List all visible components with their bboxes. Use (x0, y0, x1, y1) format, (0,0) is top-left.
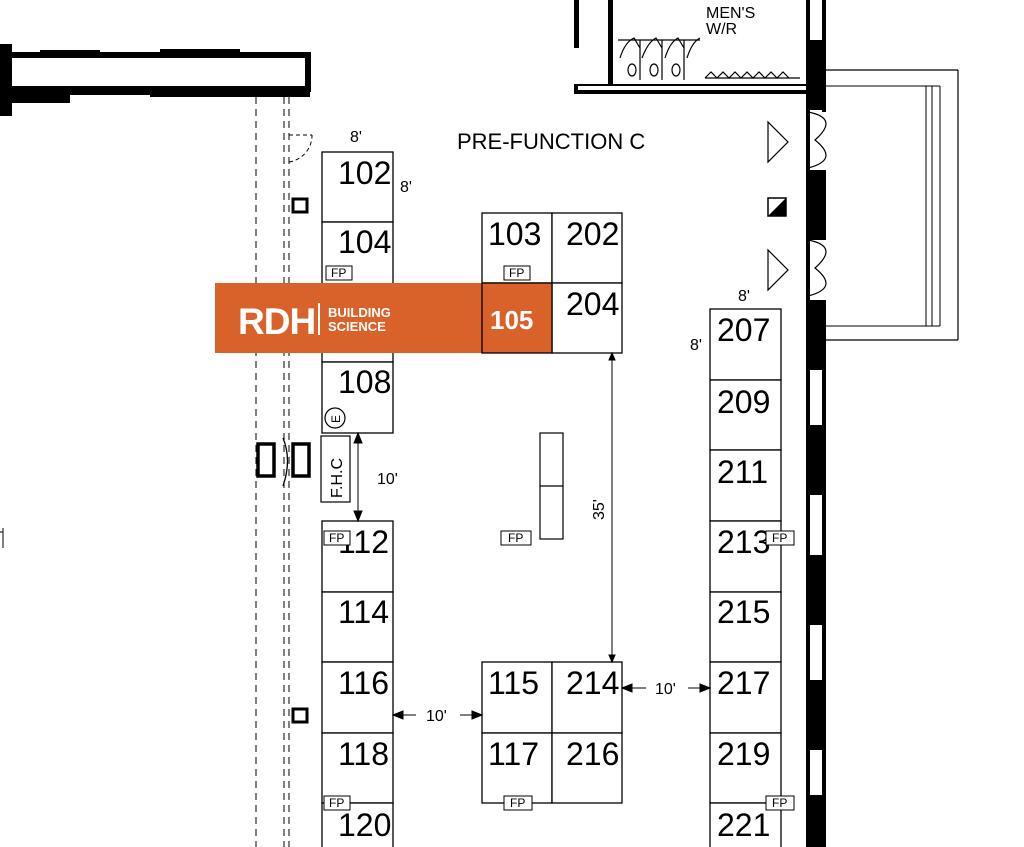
booth-number: 104 (338, 224, 391, 260)
cabinet-symbol-icon (256, 437, 311, 487)
top-left-wall (0, 44, 311, 116)
entrance-doors-icon (767, 111, 827, 297)
sponsor-banner (215, 283, 552, 353)
booth-number: 219 (717, 736, 770, 772)
restroom-label-line1: MEN'S (706, 5, 755, 22)
booth-116[interactable]: 116 (321, 661, 394, 734)
dim-booth-width: 8' (350, 129, 362, 146)
booth-number: 116 (338, 665, 389, 701)
dimension-lines (353, 351, 712, 720)
dim-right-width: 8' (738, 288, 750, 305)
center-table (539, 432, 564, 540)
sponsor-line-2: SCIENCE (328, 319, 386, 334)
booth-number: 221 (717, 807, 770, 843)
booth-number: 118 (338, 736, 389, 772)
booth-number: 108 (338, 364, 391, 400)
booth-115[interactable]: 115 (481, 661, 553, 734)
booth-215[interactable]: 215 (709, 591, 782, 663)
fp-marker: FP (765, 795, 795, 811)
column-marker-icon (291, 197, 309, 724)
booth-105-outline (481, 282, 553, 354)
booth-number: 102 (338, 155, 391, 191)
booth-104[interactable]: 104 (321, 221, 394, 285)
svg-text:FP: FP (508, 531, 523, 545)
booth-number: 216 (566, 736, 619, 772)
booth-219[interactable]: 219 (709, 732, 782, 804)
fp-marker: FP (765, 530, 795, 546)
booth-202[interactable]: 202 (551, 212, 623, 284)
booth-216[interactable]: 216 (551, 732, 623, 804)
booth-211[interactable]: 211 (709, 449, 782, 522)
booth-number: 217 (717, 665, 770, 701)
fp-marker: FP (325, 265, 353, 281)
svg-text:FP: FP (509, 266, 524, 280)
booth-number: 211 (717, 454, 768, 490)
booth-number: 207 (717, 312, 770, 348)
restroom-block (574, 0, 810, 94)
svg-text:E: E (329, 415, 343, 423)
alarm-panel-icon (767, 197, 787, 217)
dashed-wall (255, 97, 290, 847)
booth-number: 213 (717, 524, 770, 560)
booth-102[interactable]: 102 (321, 151, 394, 223)
booth-number: 120 (338, 807, 391, 843)
dim-aisle-right: 10' (655, 681, 676, 698)
fire-hose-cabinet: F.H.C (320, 435, 351, 503)
booth-number: 103 (488, 216, 541, 252)
booth-207[interactable]: 207 (709, 308, 782, 381)
svg-text:FP: FP (510, 796, 525, 810)
dim-aisle-left: 10' (377, 471, 398, 488)
sponsor-line-1: BUILDING (328, 305, 391, 320)
fp-marker: FP (323, 795, 351, 811)
booth-120[interactable]: 120 (321, 802, 394, 847)
sponsor-logo-divider (318, 303, 320, 335)
booth-217[interactable]: 217 (709, 661, 782, 734)
svg-text:F.H.C: F.H.C (329, 458, 346, 498)
fp-marker: FP (500, 530, 532, 546)
booth-number: 105 (490, 305, 533, 335)
dim-right-depth: 8' (690, 337, 702, 354)
svg-text:FP: FP (329, 531, 344, 545)
fp-marker: FP (503, 265, 531, 281)
fp-marker: FP (323, 530, 351, 546)
booth-number: 214 (566, 665, 619, 701)
booth-number: 204 (566, 286, 619, 322)
svg-text:FP: FP (772, 531, 787, 545)
sponsor-logo-mark: RDH (238, 301, 315, 342)
fp-markers: FP FP FP FP FP FP FP FP (323, 265, 795, 811)
door-swing-icon (288, 134, 313, 163)
booth-118[interactable]: 118 (321, 732, 394, 804)
dim-aisle-length: 35' (591, 499, 608, 520)
svg-text:FP: FP (772, 796, 787, 810)
booth-number: 209 (717, 384, 770, 420)
booth-number: 215 (717, 594, 770, 630)
booth-214[interactable]: 214 (551, 661, 623, 734)
booth-213[interactable]: 213 (709, 520, 782, 593)
svg-text:FP: FP (329, 796, 344, 810)
booth-114[interactable]: 114 (321, 591, 394, 663)
booth-209[interactable]: 209 (709, 379, 782, 451)
highlight-booth-105[interactable]: RDH BUILDING SCIENCE 105 (215, 282, 553, 354)
booth-204[interactable]: 204 (551, 282, 623, 354)
booth-number: 114 (338, 594, 389, 630)
booth-number: 115 (488, 665, 539, 701)
right-wall (806, 0, 959, 847)
fp-marker: FP (503, 795, 533, 811)
booth-117[interactable]: 117 (481, 732, 553, 804)
svg-text:FP: FP (331, 266, 346, 280)
e-symbol-icon: E (324, 407, 346, 429)
booth-number: 202 (566, 216, 619, 252)
booth-number: 117 (488, 736, 539, 772)
dim-aisle-center: 10' (426, 708, 447, 725)
dim-booth-depth: 8' (400, 179, 412, 196)
restroom-label-line2: W/R (706, 21, 737, 38)
area-label: PRE-FUNCTION C (457, 129, 645, 154)
